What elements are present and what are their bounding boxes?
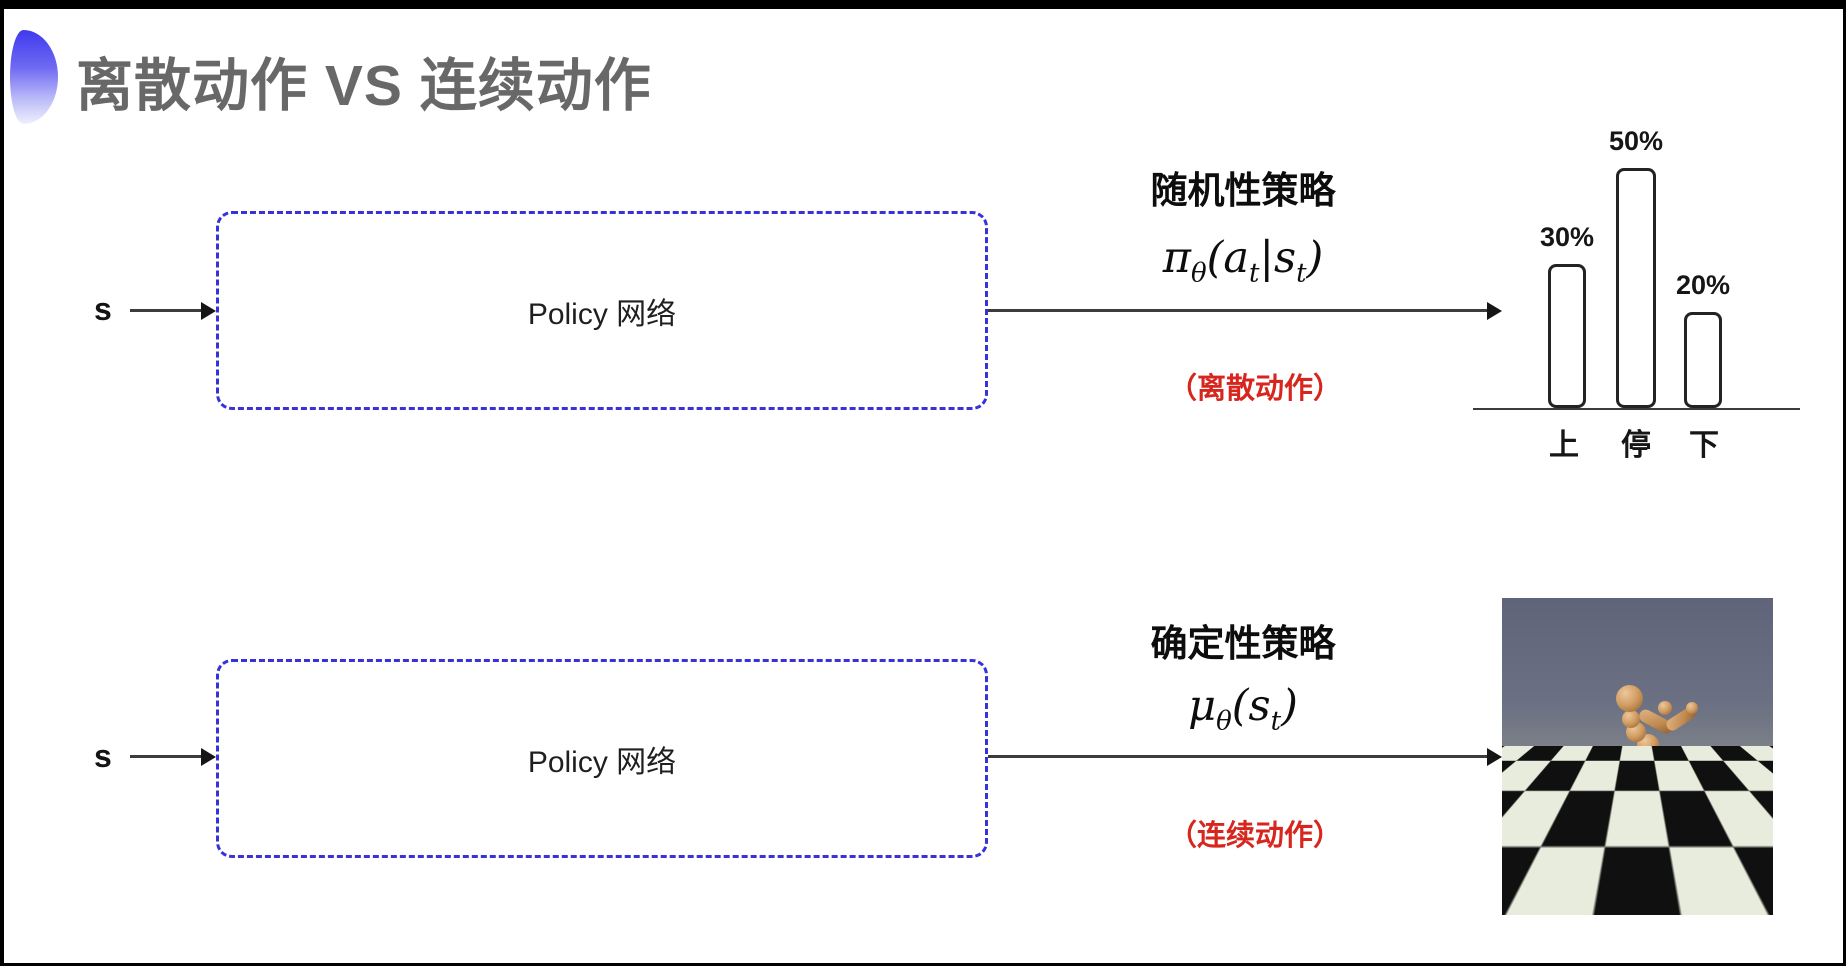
humanoid-pelvis xyxy=(1619,764,1639,784)
policy-network-box-bottom: Policy 网络 xyxy=(216,659,988,858)
formula-bar-s: |s xyxy=(1259,233,1297,283)
arrow-state-to-policy-top xyxy=(130,309,204,312)
formula-open-a: (a xyxy=(1206,233,1250,283)
sim-floor-reflection xyxy=(1567,886,1662,901)
formula-theta-sub: θ xyxy=(1190,258,1207,289)
state-input-label-bottom: s xyxy=(94,738,112,774)
arrow-policy-to-chart xyxy=(988,309,1488,312)
bar-down xyxy=(1684,312,1722,408)
letterbox-top xyxy=(0,0,1846,9)
title-bullet-icon xyxy=(10,30,58,124)
arrow-state-to-policy-bottom xyxy=(130,755,204,758)
chart-baseline-axis xyxy=(1473,408,1800,410)
bar-value-down: 20% xyxy=(1675,270,1731,300)
formula-t-sub: t xyxy=(1270,706,1282,737)
bar-category-up: 上 xyxy=(1549,429,1579,462)
letterbox-bottom xyxy=(0,963,1846,966)
continuous-action-label: （连续动作） xyxy=(1167,820,1342,852)
arrowhead-icon xyxy=(1487,748,1502,766)
arrowhead-icon xyxy=(201,302,216,320)
bar-value-up: 30% xyxy=(1539,222,1595,252)
letterbox-right xyxy=(1843,0,1846,966)
formula-pi: π xyxy=(1162,233,1191,283)
discrete-action-label: （离散动作） xyxy=(1167,373,1342,405)
policy-network-label-bottom: Policy 网络 xyxy=(527,745,677,779)
humanoid-hand xyxy=(1686,702,1698,714)
stochastic-policy-title: 随机性策略 xyxy=(1150,170,1336,211)
formula-close: ) xyxy=(1306,233,1324,283)
bar-value-stop: 50% xyxy=(1608,126,1664,156)
formula-t-sub: t xyxy=(1249,258,1260,289)
bar-up xyxy=(1548,264,1586,408)
arrow-policy-to-simulation xyxy=(988,755,1488,758)
humanoid-simulation-image xyxy=(1502,598,1773,915)
letterbox-left xyxy=(0,0,4,966)
formula-theta-sub: θ xyxy=(1216,706,1232,737)
bar-category-down: 下 xyxy=(1689,429,1719,462)
state-input-label-top: s xyxy=(94,291,112,327)
humanoid-neck xyxy=(1622,710,1640,728)
formula-t-sub: t xyxy=(1296,258,1307,289)
page-title: 离散动作 VS 连续动作 xyxy=(76,54,652,118)
bar-category-stop: 停 xyxy=(1621,429,1651,462)
deterministic-policy-formula: μθ(st) xyxy=(1130,681,1356,737)
arrowhead-icon xyxy=(201,748,216,766)
deterministic-policy-title: 确定性策略 xyxy=(1150,623,1336,664)
formula-open-s: (s xyxy=(1231,681,1271,731)
arrowhead-icon xyxy=(1487,302,1502,320)
humanoid-shoulder xyxy=(1658,701,1672,715)
humanoid-head xyxy=(1616,685,1643,712)
stochastic-policy-formula: πθ(at|st) xyxy=(1130,233,1356,289)
policy-network-label-top: Policy 网络 xyxy=(527,297,677,331)
formula-close: ) xyxy=(1281,681,1298,731)
formula-mu: μ xyxy=(1188,681,1217,731)
bar-stop xyxy=(1616,168,1656,408)
policy-network-box-top: Policy 网络 xyxy=(216,211,988,410)
